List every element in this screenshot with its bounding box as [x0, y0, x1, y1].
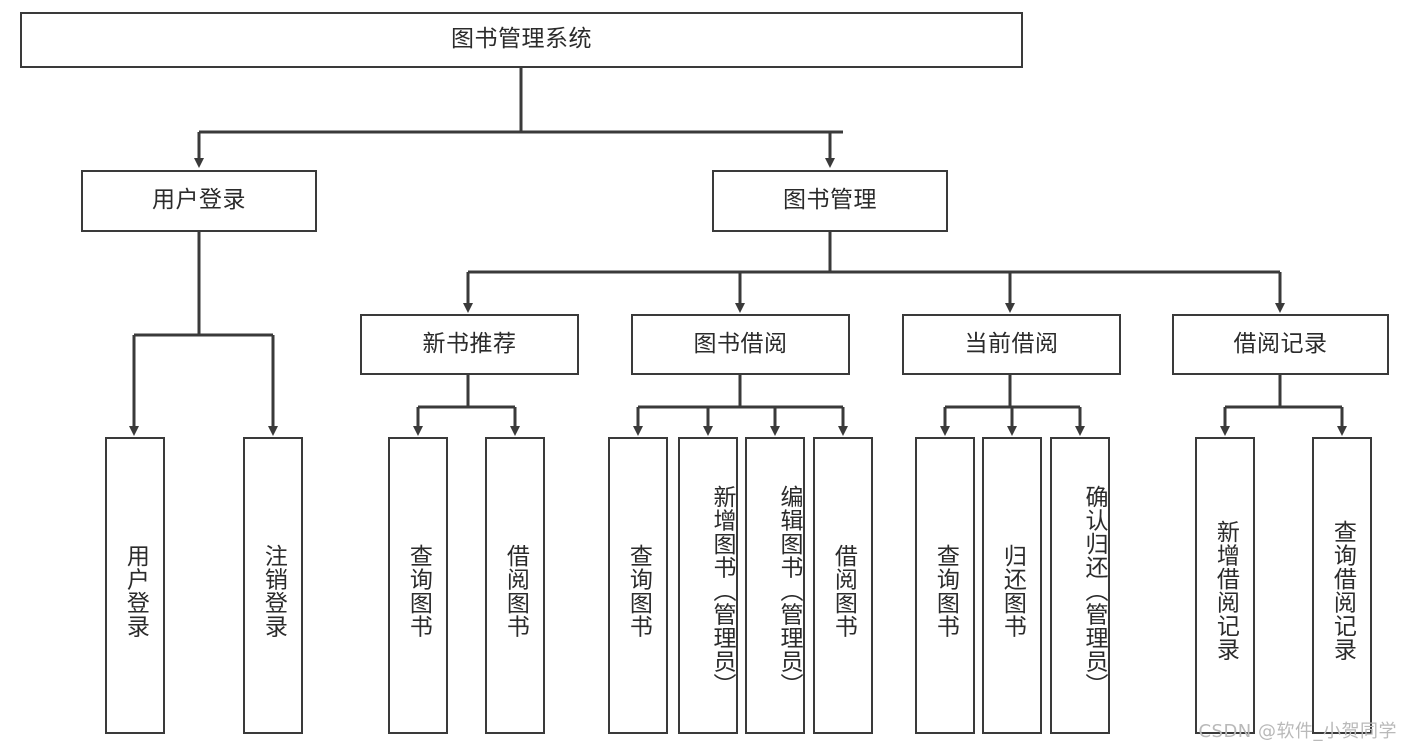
node-leaf-borrow-book-2-label: 借阅图书 — [830, 543, 857, 638]
node-leaf-add-record[interactable]: 新增借阅记录 — [1195, 437, 1255, 734]
node-book-manage[interactable]: 图书管理 — [712, 170, 948, 232]
node-leaf-query-record-label: 查询借阅记录 — [1329, 520, 1356, 661]
node-current-borrow[interactable]: 当前借阅 — [902, 314, 1121, 375]
node-leaf-add-book[interactable]: 新增图书（管理员） — [678, 437, 738, 734]
node-leaf-query-record[interactable]: 查询借阅记录 — [1312, 437, 1372, 734]
node-leaf-borrow-book-2[interactable]: 借阅图书 — [813, 437, 873, 734]
node-leaf-return-book[interactable]: 归还图书 — [982, 437, 1042, 734]
node-leaf-query-book-1[interactable]: 查询图书 — [388, 437, 448, 734]
node-current-borrow-label: 当前借阅 — [964, 330, 1059, 357]
node-root[interactable]: 图书管理系统 — [20, 12, 1023, 68]
node-new-book-rec-label: 新书推荐 — [422, 330, 517, 357]
node-leaf-borrow-book-1[interactable]: 借阅图书 — [485, 437, 545, 734]
node-borrow-record[interactable]: 借阅记录 — [1172, 314, 1389, 375]
node-leaf-add-book-label: 新增图书（管理员） — [709, 484, 735, 697]
node-user-login[interactable]: 用户登录 — [81, 170, 317, 232]
node-leaf-query-book-3-label: 查询图书 — [932, 543, 959, 638]
node-book-manage-label: 图书管理 — [783, 187, 877, 214]
node-root-label: 图书管理系统 — [451, 26, 592, 53]
node-leaf-confirm-return-label: 确认归还（管理员） — [1081, 484, 1107, 697]
node-leaf-edit-book[interactable]: 编辑图书（管理员） — [745, 437, 805, 734]
node-leaf-query-book-2-label: 查询图书 — [625, 543, 652, 638]
node-leaf-query-book-1-label: 查询图书 — [405, 543, 432, 638]
node-leaf-logout-label: 注销登录 — [260, 543, 287, 638]
node-leaf-borrow-book-1-label: 借阅图书 — [502, 543, 529, 638]
node-leaf-return-book-label: 归还图书 — [999, 543, 1026, 638]
node-leaf-user-login-label: 用户登录 — [122, 543, 149, 638]
node-leaf-query-book-3[interactable]: 查询图书 — [915, 437, 975, 734]
node-user-login-label: 用户登录 — [152, 187, 246, 214]
node-book-borrow[interactable]: 图书借阅 — [631, 314, 850, 375]
node-leaf-edit-book-label: 编辑图书（管理员） — [776, 484, 802, 697]
node-leaf-logout[interactable]: 注销登录 — [243, 437, 303, 734]
node-leaf-user-login[interactable]: 用户登录 — [105, 437, 165, 734]
node-new-book-rec[interactable]: 新书推荐 — [360, 314, 579, 375]
node-borrow-record-label: 借阅记录 — [1233, 330, 1328, 357]
node-leaf-query-book-2[interactable]: 查询图书 — [608, 437, 668, 734]
node-book-borrow-label: 图书借阅 — [693, 330, 788, 357]
node-leaf-add-record-label: 新增借阅记录 — [1212, 520, 1239, 661]
node-leaf-confirm-return[interactable]: 确认归还（管理员） — [1050, 437, 1110, 734]
